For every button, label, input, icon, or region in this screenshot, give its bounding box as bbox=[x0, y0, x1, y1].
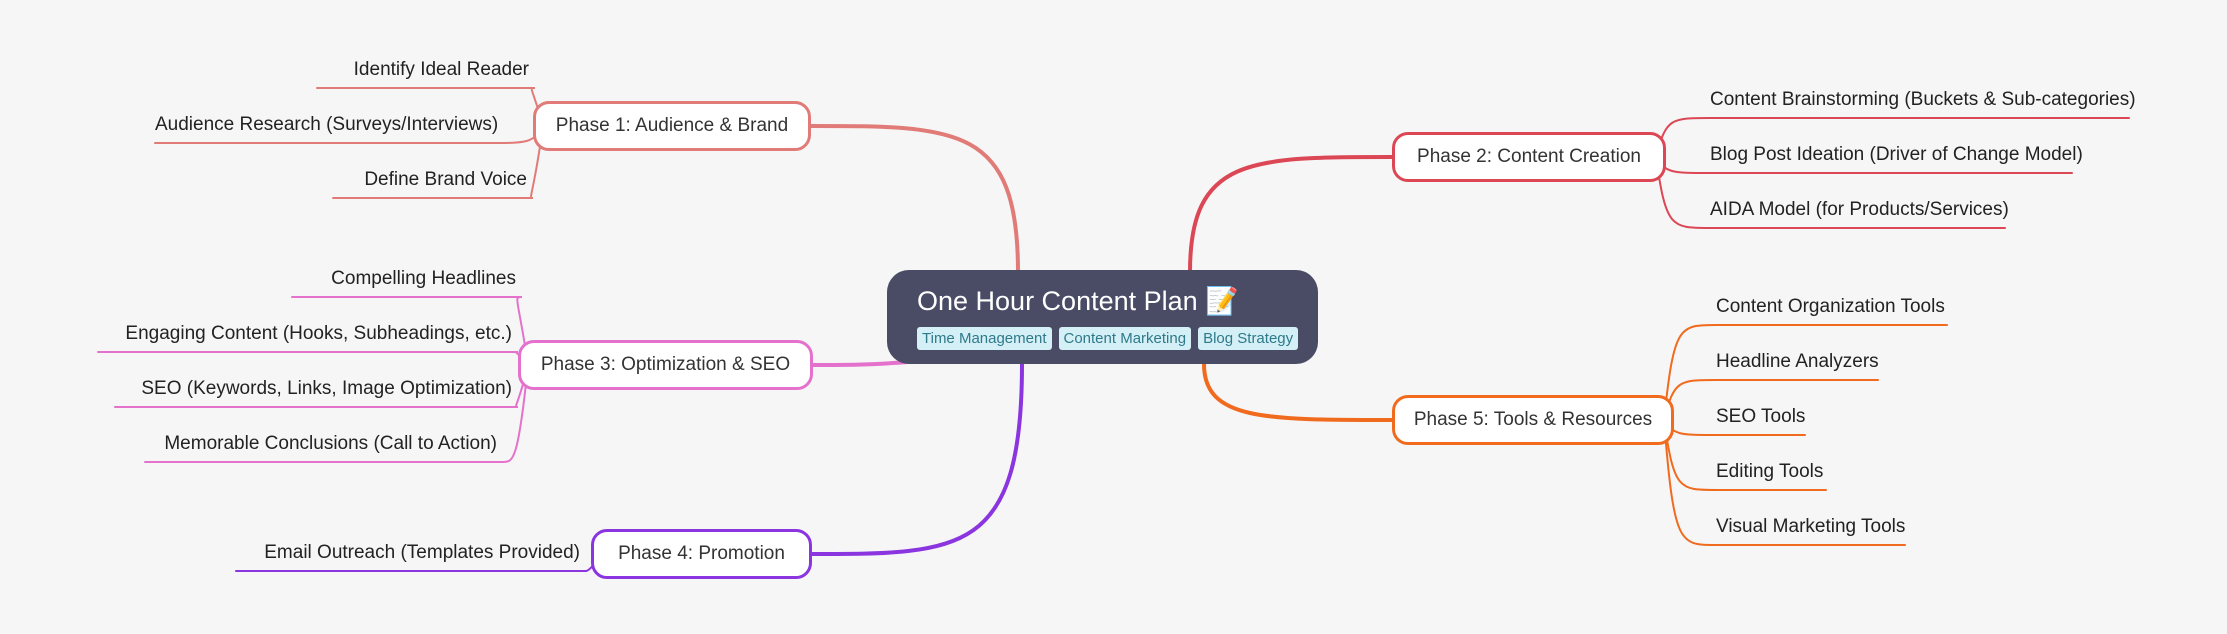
phase-node-3[interactable]: Phase 3: Optimization & SEO bbox=[518, 340, 813, 390]
leaf-engaging-content-hooks-subheadings-etc[interactable]: Engaging Content (Hooks, Subheadings, et… bbox=[125, 323, 512, 344]
root-link-4 bbox=[810, 362, 1024, 556]
phase-label: Phase 2: Content Creation bbox=[1417, 146, 1641, 167]
leaf-seo-tools[interactable]: SEO Tools bbox=[1716, 406, 1806, 427]
leaf-identify-ideal-reader[interactable]: Identify Ideal Reader bbox=[353, 59, 529, 80]
leaf-compelling-headlines[interactable]: Compelling Headlines bbox=[331, 268, 516, 289]
phase-node-2[interactable]: Phase 2: Content Creation bbox=[1392, 132, 1666, 182]
phase-node-1[interactable]: Phase 1: Audience & Brand bbox=[533, 101, 811, 151]
leaf-aida-model-for-products-services[interactable]: AIDA Model (for Products/Services) bbox=[1710, 199, 2009, 220]
leaf-link-2-3 bbox=[1655, 156, 2006, 229]
phase-node-4[interactable]: Phase 4: Promotion bbox=[591, 529, 812, 579]
root-node[interactable]: One Hour Content Plan 📝 Time Management … bbox=[887, 270, 1318, 364]
phase-label: Phase 4: Promotion bbox=[618, 543, 785, 564]
leaf-link-5-5 bbox=[1663, 419, 1906, 546]
phase-node-5[interactable]: Phase 5: Tools & Resources bbox=[1392, 395, 1674, 445]
tag-blog-strategy[interactable]: Blog Strategy bbox=[1198, 327, 1299, 350]
leaf-editing-tools[interactable]: Editing Tools bbox=[1716, 461, 1824, 482]
leaf-memorable-conclusions-call-to-action[interactable]: Memorable Conclusions (Call to Action) bbox=[164, 433, 497, 454]
tag-time-management[interactable]: Time Management bbox=[917, 327, 1052, 350]
leaf-seo-keywords-links-image-optimization[interactable]: SEO (Keywords, Links, Image Optimization… bbox=[141, 378, 512, 399]
root-link-3 bbox=[811, 360, 910, 367]
leaf-link-3-4 bbox=[144, 364, 529, 463]
leaf-audience-research-surveys-interviews[interactable]: Audience Research (Surveys/Interviews) bbox=[155, 114, 499, 135]
leaf-headline-analyzers[interactable]: Headline Analyzers bbox=[1716, 351, 1879, 372]
leaf-link-5-1 bbox=[1663, 324, 1948, 421]
tag-content-marketing[interactable]: Content Marketing bbox=[1058, 327, 1192, 350]
leaf-content-organization-tools[interactable]: Content Organization Tools bbox=[1716, 296, 1945, 317]
leaf-define-brand-voice[interactable]: Define Brand Voice bbox=[364, 169, 527, 190]
root-link-2 bbox=[1188, 155, 1394, 274]
root-link-1 bbox=[809, 124, 1020, 274]
phase-label: Phase 1: Audience & Brand bbox=[555, 115, 789, 136]
leaf-blog-post-ideation-driver-of-change-mode[interactable]: Blog Post Ideation (Driver of Change Mod… bbox=[1710, 144, 2083, 165]
leaf-content-brainstorming-buckets-sub-catego[interactable]: Content Brainstorming (Buckets & Sub-cat… bbox=[1710, 89, 2136, 110]
leaf-visual-marketing-tools[interactable]: Visual Marketing Tools bbox=[1716, 516, 1906, 537]
leaf-link-3-2 bbox=[97, 351, 529, 366]
leaf-link-5-4 bbox=[1663, 419, 1827, 491]
root-link-5 bbox=[1202, 362, 1394, 422]
root-title: One Hour Content Plan 📝 bbox=[917, 286, 1239, 316]
root-tags: Time Management Content Marketing Blog S… bbox=[917, 327, 1299, 350]
phase-label: Phase 5: Tools & Resources bbox=[1413, 409, 1653, 430]
phase-label: Phase 3: Optimization & SEO bbox=[540, 354, 791, 375]
leaf-email-outreach-templates-provided[interactable]: Email Outreach (Templates Provided) bbox=[264, 542, 580, 563]
